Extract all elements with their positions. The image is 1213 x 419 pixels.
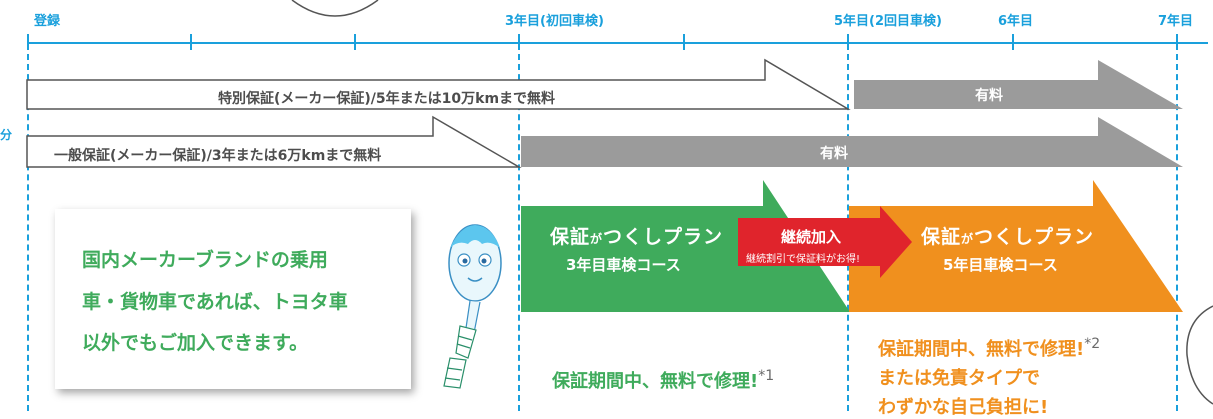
- tick-year6: [1012, 34, 1014, 50]
- plan5-title-ga: が: [961, 232, 975, 246]
- guide-line-year3: [518, 44, 520, 411]
- tick-year7: [1176, 34, 1178, 50]
- plan3-title-b: つくしプラン: [603, 226, 724, 248]
- general-warranty-arrow: [26, 115, 522, 168]
- label-registration: 登録: [34, 14, 61, 29]
- tick-start: [27, 34, 29, 50]
- tick-year3: [518, 34, 520, 50]
- repair-free-orange-note: *2: [1084, 336, 1101, 352]
- general-paid-label: 有料: [820, 146, 848, 162]
- notice-line-3: 以外でもご加入できます。: [82, 332, 309, 354]
- decorative-circle-right: [1186, 305, 1213, 405]
- repair-free-orange: 保証期間中、無料で修理!*2: [878, 335, 1100, 361]
- special-paid-label: 有料: [975, 88, 1003, 104]
- timeline-axis: [28, 42, 1208, 44]
- label-year5: 5年目(2回目車検): [834, 14, 942, 29]
- general-warranty-label: 一般保証(メーカー保証)/3年または6万kmまで無料: [54, 148, 382, 164]
- plan5-arrow: [849, 180, 1183, 312]
- plan3-title-a: 保証: [550, 226, 591, 248]
- tick-year4: [683, 34, 685, 50]
- tick-year1: [190, 34, 192, 50]
- special-paid-arrow: [854, 60, 1183, 109]
- tick-year5: [847, 34, 849, 50]
- label-year6: 6年目: [998, 14, 1034, 29]
- notice-line-1: 国内メーカーブランドの乗用: [82, 249, 328, 271]
- plan5-course: 5年目車検コース: [943, 256, 1058, 274]
- continue-title: 継続加入: [781, 228, 842, 246]
- side-note-fragment: 分: [0, 128, 13, 142]
- label-year7: 7年目: [1158, 14, 1194, 29]
- special-warranty-label: 特別保証(メーカー保証)/5年または10万kmまで無料: [218, 91, 556, 107]
- decorative-circle-top: [291, 0, 379, 17]
- repair-free-green-text: 保証期間中、無料で修理!: [552, 371, 759, 392]
- mascot-illustration: [443, 224, 502, 389]
- plan5-title: 保証がつくしプラン: [921, 222, 1094, 249]
- guide-line-start: [27, 44, 29, 411]
- plan3-title: 保証がつくしプラン: [550, 222, 723, 249]
- repair-free-green-note: *1: [758, 368, 775, 384]
- plan3-arrow: [521, 180, 850, 312]
- guide-line-year7: [1176, 44, 1178, 411]
- tick-year2: [354, 34, 356, 50]
- plan3-course: 3年目車検コース: [566, 256, 681, 274]
- repair-free-green: 保証期間中、無料で修理!*1: [552, 367, 774, 393]
- small-burden-line: わずかな自己負担に!: [878, 397, 1049, 418]
- general-paid-arrow: [521, 117, 1183, 167]
- special-warranty-arrow: [26, 58, 851, 110]
- eligibility-notice: 国内メーカーブランドの乗用 車・貨物車であれば、トヨタ車 以外でもご加入できます…: [55, 209, 411, 389]
- label-year3: 3年目(初回車検): [505, 14, 604, 29]
- notice-line-2: 車・貨物車であれば、トヨタ車: [82, 291, 348, 313]
- continue-subtitle: 継続割引で保証料がお得!: [746, 254, 861, 265]
- repair-free-orange-text: 保証期間中、無料で修理!: [878, 339, 1085, 360]
- plan5-title-b: つくしプラン: [974, 226, 1095, 248]
- plan5-title-a: 保証: [921, 226, 962, 248]
- continue-arrow: [738, 206, 912, 278]
- deductible-type-line: または免責タイプで: [878, 368, 1040, 389]
- plan3-title-ga: が: [590, 232, 604, 246]
